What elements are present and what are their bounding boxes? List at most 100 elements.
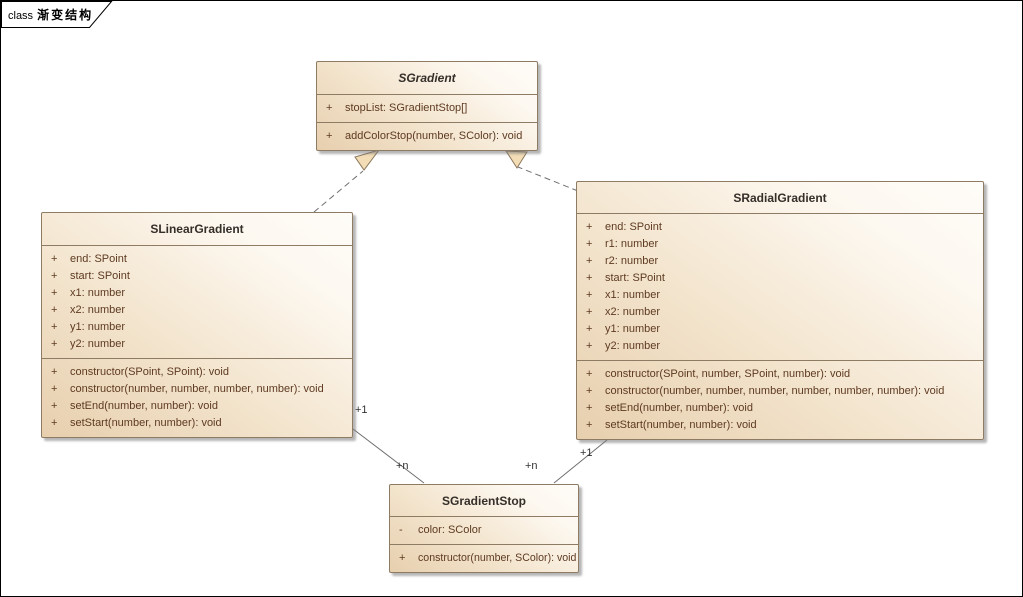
visibility: + bbox=[51, 366, 58, 378]
attribute: + r1: number bbox=[577, 236, 983, 253]
attribute-text: x2: number bbox=[70, 304, 126, 316]
visibility: + bbox=[51, 270, 58, 282]
visibility: + bbox=[586, 385, 593, 397]
attribute-text: y1: number bbox=[605, 323, 661, 335]
method: + constructor(SPoint, number, SPoint, nu… bbox=[577, 366, 983, 383]
method-text: setEnd(number, number): void bbox=[70, 400, 218, 412]
generalization-sradialgradient-sgradient[interactable] bbox=[517, 166, 579, 192]
visibility: + bbox=[586, 419, 593, 431]
methods-section: + constructor(SPoint, number, SPoint, nu… bbox=[577, 360, 983, 439]
visibility: - bbox=[399, 524, 403, 536]
generalization-arrowhead bbox=[354, 149, 381, 171]
visibility: + bbox=[51, 400, 58, 412]
multiplicity-label: +1 bbox=[355, 404, 368, 416]
diagram-title: 渐变结构 bbox=[37, 8, 94, 22]
visibility: + bbox=[586, 238, 593, 250]
attribute-text: x1: number bbox=[605, 289, 661, 301]
method: + constructor(SPoint, SPoint): void bbox=[42, 364, 352, 381]
method-text: constructor(number, number, number, numb… bbox=[605, 385, 945, 397]
class-name: SGradient bbox=[398, 71, 456, 85]
visibility: + bbox=[399, 552, 406, 564]
attribute-text: x2: number bbox=[605, 306, 661, 318]
attribute-text: start: SPoint bbox=[70, 270, 130, 282]
attribute: + y1: number bbox=[42, 319, 352, 336]
attribute: + start: SPoint bbox=[42, 268, 352, 285]
class-slineargradient[interactable]: SLinearGradient + end: SPoint + start: S… bbox=[41, 212, 353, 438]
attribute-text: stopList: SGradientStop[] bbox=[345, 102, 468, 114]
visibility: + bbox=[51, 338, 58, 350]
visibility: + bbox=[51, 253, 58, 265]
class-sgradient[interactable]: SGradient + stopList: SGradientStop[] + … bbox=[316, 61, 538, 151]
attributes-section: + stopList: SGradientStop[] bbox=[317, 94, 537, 122]
visibility: + bbox=[586, 272, 593, 284]
attribute: + stopList: SGradientStop[] bbox=[317, 100, 537, 117]
attribute-text: r1: number bbox=[605, 238, 659, 250]
attribute: + y1: number bbox=[577, 321, 983, 338]
visibility: + bbox=[326, 130, 333, 142]
attribute: + x2: number bbox=[577, 304, 983, 321]
visibility: + bbox=[51, 383, 58, 395]
visibility: + bbox=[326, 102, 333, 114]
attribute: - color: SColor bbox=[390, 522, 578, 539]
methods-section: + constructor(SPoint, SPoint): void + co… bbox=[42, 358, 352, 437]
visibility: + bbox=[51, 321, 58, 333]
class-sradialgradient[interactable]: SRadialGradient + end: SPoint + r1: numb… bbox=[576, 181, 984, 440]
visibility: + bbox=[586, 221, 593, 233]
visibility: + bbox=[586, 289, 593, 301]
frame-keyword: class bbox=[8, 10, 34, 22]
method-text: constructor(SPoint, number, SPoint, numb… bbox=[605, 368, 851, 380]
attribute-text: x1: number bbox=[70, 287, 126, 299]
visibility: + bbox=[51, 287, 58, 299]
attribute-text: end: SPoint bbox=[605, 221, 662, 233]
class-name: SGradientStop bbox=[441, 493, 526, 508]
class-sgradientstop[interactable]: SGradientStop - color: SColor + construc… bbox=[389, 484, 579, 573]
generalization-slineargradient-sgradient[interactable] bbox=[313, 170, 364, 213]
method-text: setStart(number, number): void bbox=[70, 417, 222, 429]
attribute: + x1: number bbox=[577, 287, 983, 304]
attribute: + start: SPoint bbox=[577, 270, 983, 287]
generalization-arrowhead bbox=[505, 150, 528, 169]
attribute: + end: SPoint bbox=[577, 219, 983, 236]
attributes-section: - color: SColor bbox=[390, 516, 578, 544]
attribute: + x1: number bbox=[42, 285, 352, 302]
attribute-text: end: SPoint bbox=[70, 253, 127, 265]
attributes-section: + end: SPoint + start: SPoint + x1: numb… bbox=[42, 245, 352, 358]
visibility: + bbox=[586, 306, 593, 318]
attributes-section: + end: SPoint + r1: number + r2: number … bbox=[577, 213, 983, 360]
frame-tab-shape bbox=[1, 1, 113, 28]
association-sradialgradient-sgradientstop[interactable] bbox=[553, 439, 608, 484]
methods-section: + addColorStop(number, SColor): void bbox=[317, 122, 537, 150]
method-text: addColorStop(number, SColor): void bbox=[345, 130, 523, 142]
visibility: + bbox=[51, 304, 58, 316]
attribute-text: y2: number bbox=[605, 340, 661, 352]
method: + setEnd(number, number): void bbox=[42, 398, 352, 415]
method-text: constructor(number, number, number, numb… bbox=[70, 383, 324, 395]
attribute: + end: SPoint bbox=[42, 251, 352, 268]
class-name: SRadialGradient bbox=[733, 190, 827, 205]
attribute: + r2: number bbox=[577, 253, 983, 270]
method: + setEnd(number, number): void bbox=[577, 400, 983, 417]
method: + addColorStop(number, SColor): void bbox=[317, 128, 537, 145]
visibility: + bbox=[586, 340, 593, 352]
method: + constructor(number, SColor): void bbox=[390, 550, 578, 567]
multiplicity-label: +n bbox=[525, 460, 538, 472]
association-slineargradient-sgradientstop[interactable] bbox=[352, 428, 425, 484]
attribute-text: r2: number bbox=[605, 255, 659, 267]
method-text: setStart(number, number): void bbox=[605, 419, 757, 431]
method: + constructor(number, number, number, nu… bbox=[577, 383, 983, 400]
attribute-text: y2: number bbox=[70, 338, 126, 350]
attribute: + x2: number bbox=[42, 302, 352, 319]
class-name: SLinearGradient bbox=[150, 222, 244, 236]
method: + constructor(number, number, number, nu… bbox=[42, 381, 352, 398]
method: + setStart(number, number): void bbox=[42, 415, 352, 432]
frame-tab bbox=[1, 1, 113, 28]
method-text: setEnd(number, number): void bbox=[605, 402, 753, 414]
multiplicity-label: +1 bbox=[580, 447, 593, 459]
multiplicity-label: +n bbox=[396, 460, 409, 472]
visibility: + bbox=[51, 417, 58, 429]
method: + setStart(number, number): void bbox=[577, 417, 983, 434]
attribute: + y2: number bbox=[577, 338, 983, 355]
